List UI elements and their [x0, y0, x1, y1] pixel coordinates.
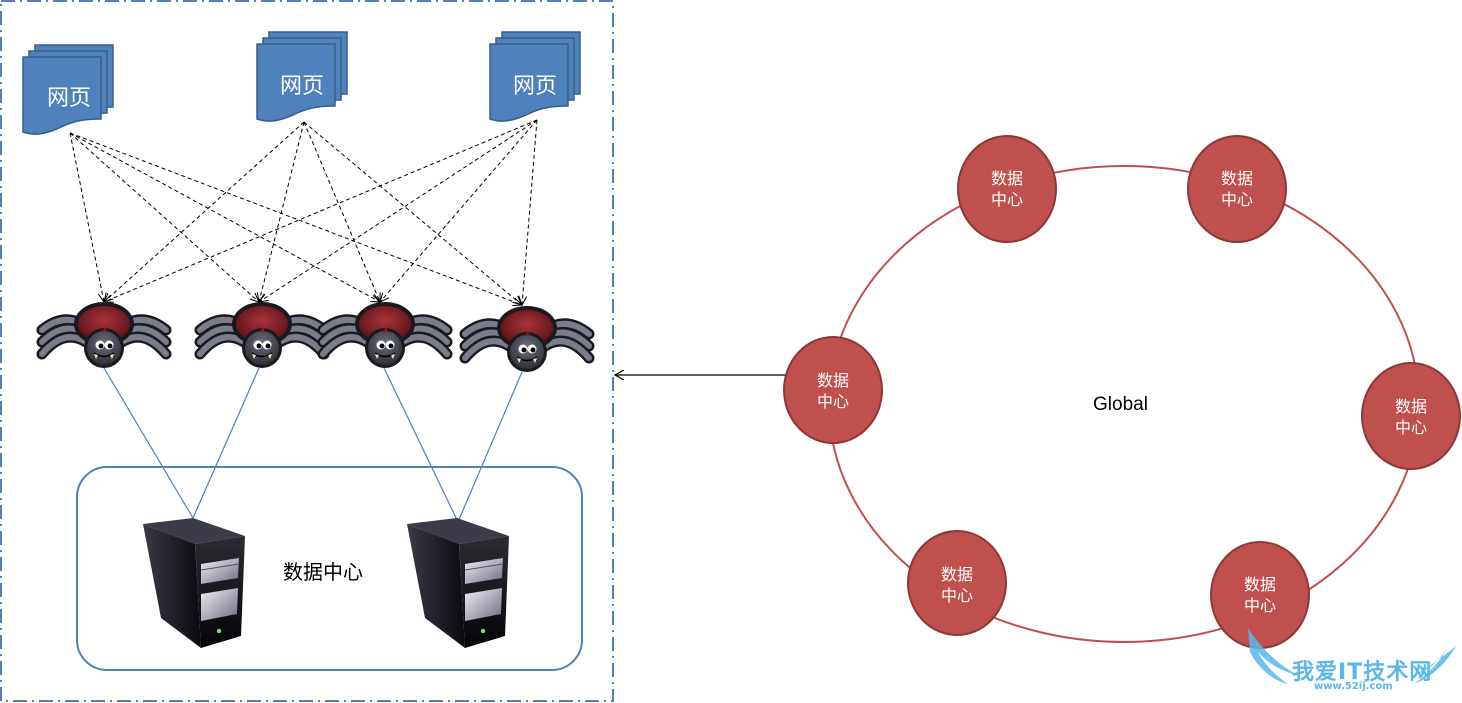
watermark-left-wing-icon	[1248, 628, 1300, 684]
watermark-url: www.52ij.com	[1314, 681, 1393, 692]
ring-node-label-1: 数据 中心	[984, 168, 1030, 210]
web-page-label-1: 网页	[46, 86, 91, 111]
ring-node-label-6-line1: 数据	[816, 371, 849, 390]
crawler-system-frame	[0, 0, 614, 702]
web-page-label-3: 网页	[512, 74, 557, 99]
crawl-link-page1-spider3	[69, 132, 380, 302]
spider-crawler-icon-1	[36, 302, 172, 368]
ring-node-label-3-line1: 数据	[1394, 397, 1427, 416]
ring-node-label-2-line1: 数据	[1220, 169, 1253, 188]
spider-crawler-icon-3	[317, 302, 453, 368]
ring-node-data-center-2	[1187, 135, 1287, 243]
web-page-icon	[256, 43, 336, 122]
ring-node-label-2: 数据 中心	[1214, 168, 1260, 210]
watermark-title: 我爱IT技术网	[1292, 660, 1433, 685]
ring-node-label-6: 数据 中心	[810, 370, 856, 412]
link-spider1-server1	[103, 367, 194, 519]
spider-server-links	[103, 367, 523, 523]
web-page-stack-2	[256, 31, 348, 122]
ring-node-label-2-line2: 中心	[1220, 190, 1253, 209]
spider-crawler-icon-4	[459, 306, 595, 372]
ring-node-label-5-line1: 数据	[940, 565, 973, 584]
ring-node-label-5-line2: 中心	[940, 586, 973, 605]
crawl-link-page1-spider2	[69, 132, 259, 302]
crawl-link-page2-spider4	[303, 121, 522, 305]
web-page-icon	[489, 43, 569, 122]
ring-node-label-4-line1: 数据	[1243, 575, 1276, 594]
watermark-right-wing-icon	[1412, 646, 1456, 684]
crawl-link-page3-spider2	[259, 119, 538, 302]
crawl-link-page2-spider1	[104, 121, 305, 302]
ring-node-label-1-line2: 中心	[990, 190, 1023, 209]
data-center-label: 数据中心	[283, 560, 363, 584]
web-page-icon	[22, 56, 102, 135]
server-icon-1	[143, 518, 245, 648]
crawl-link-page3-spider1	[104, 119, 538, 302]
link-spider2-server1	[192, 367, 260, 519]
watermark-logo	[1248, 628, 1456, 684]
ring-node-data-center-6	[783, 336, 883, 444]
crawl-link-page1-spider1	[69, 132, 104, 302]
ring-node-label-3: 数据 中心	[1388, 396, 1434, 438]
ring-node-data-center-5	[907, 530, 1007, 636]
crawl-link-page1-spider4	[69, 132, 522, 305]
crawl-link-page3-spider4	[522, 119, 538, 305]
ring-node-label-3-line2: 中心	[1394, 418, 1427, 437]
spider-crawler-icon-2	[194, 302, 330, 368]
ring-node-label-1-line1: 数据	[990, 169, 1023, 188]
ring-node-label-6-line2: 中心	[816, 392, 849, 411]
crawl-links	[69, 119, 538, 305]
ring-node-label-5: 数据 中心	[934, 564, 980, 606]
link-spider4-server2	[457, 371, 523, 523]
crawl-link-page2-spider2	[259, 121, 305, 302]
web-page-stack-1	[22, 44, 114, 135]
data-center-box	[76, 466, 583, 671]
link-spider3-server2	[383, 367, 459, 523]
ring-node-label-4-line2: 中心	[1243, 596, 1276, 615]
ring-node-label-4: 数据 中心	[1237, 574, 1283, 616]
server-icon-2	[407, 518, 509, 648]
ring-node-data-center-3	[1361, 362, 1461, 470]
web-page-stack-3	[489, 31, 581, 122]
web-page-label-2: 网页	[279, 74, 324, 99]
ring-label: Global	[1093, 394, 1148, 415]
crawl-link-page2-spider3	[303, 121, 380, 302]
ring-node-data-center-1	[957, 135, 1057, 243]
crawl-link-page3-spider3	[380, 119, 538, 302]
